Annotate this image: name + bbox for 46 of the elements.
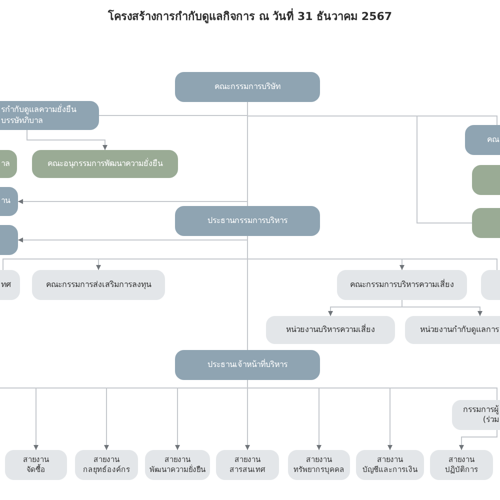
org-unit-box bbox=[32, 270, 165, 300]
org-unit-box bbox=[452, 400, 500, 430]
org-unit-box bbox=[266, 316, 395, 344]
connector-line bbox=[247, 236, 498, 270]
org-unit-box bbox=[175, 350, 320, 380]
unit-name: คณะกรรมการบริหารความเสี่ยง bbox=[350, 280, 454, 290]
org-unit-box bbox=[0, 187, 18, 216]
org-unit-box bbox=[430, 450, 493, 480]
org-unit-box bbox=[0, 270, 20, 300]
unit-name: รกำกับดูแลความยั่งยืน บรรษัทภิบาล bbox=[1, 105, 78, 126]
org-unit-box bbox=[405, 316, 500, 344]
connector-arrow bbox=[26, 130, 108, 150]
chart-title: โครงสร้างการกำกับดูแลกิจการ ณ วันที่ 31 ธันวาคม 2567 bbox=[108, 9, 392, 25]
unit-name: ประธานเจ้าหน้าที่บริหาร bbox=[208, 360, 288, 370]
org-unit-box bbox=[5, 450, 67, 480]
unit-name: ทศ bbox=[1, 280, 11, 290]
unit-name: ประธานกรรมการบริหาร bbox=[208, 216, 288, 226]
org-unit-box bbox=[145, 450, 210, 480]
org-unit-box bbox=[356, 450, 424, 480]
org-unit-box bbox=[0, 101, 99, 130]
org-unit-box bbox=[472, 208, 500, 238]
connector-arrow bbox=[18, 236, 248, 242]
org-unit-box bbox=[0, 225, 18, 255]
unit-name: าล bbox=[1, 158, 10, 170]
org-unit-box bbox=[288, 450, 350, 480]
connector-line bbox=[0, 380, 248, 388]
org-unit-box bbox=[0, 150, 17, 178]
unit-name: คณะอนุกรรมการพัฒนาความยั่งยืน bbox=[48, 158, 162, 170]
connector-arrow bbox=[18, 102, 248, 204]
unit-name: คณะกรรมการส่งเสริมการลงทุน bbox=[46, 280, 151, 290]
org-unit-box bbox=[175, 72, 320, 102]
org-unit-box bbox=[175, 206, 320, 236]
unit-name: กรรมการผู้ (ร่วม bbox=[462, 404, 499, 426]
org-unit-box bbox=[32, 150, 178, 178]
connector-arrow bbox=[459, 430, 498, 450]
org-unit-box bbox=[472, 165, 500, 195]
org-unit-box bbox=[75, 450, 138, 480]
org-unit-box bbox=[216, 450, 279, 480]
org-unit-box bbox=[481, 270, 500, 300]
org-unit-box bbox=[465, 125, 500, 155]
org-unit-box bbox=[337, 270, 467, 300]
unit-name: คณ bbox=[487, 134, 499, 146]
unit-name: หน่วยงานกำกับดูแลการ bbox=[420, 324, 499, 336]
unit-name: หน่วยงานบริหารความเสี่ยง bbox=[286, 324, 375, 336]
unit-name: าน bbox=[1, 196, 10, 207]
unit-name: คณะกรรมการบริษัท bbox=[214, 82, 280, 92]
